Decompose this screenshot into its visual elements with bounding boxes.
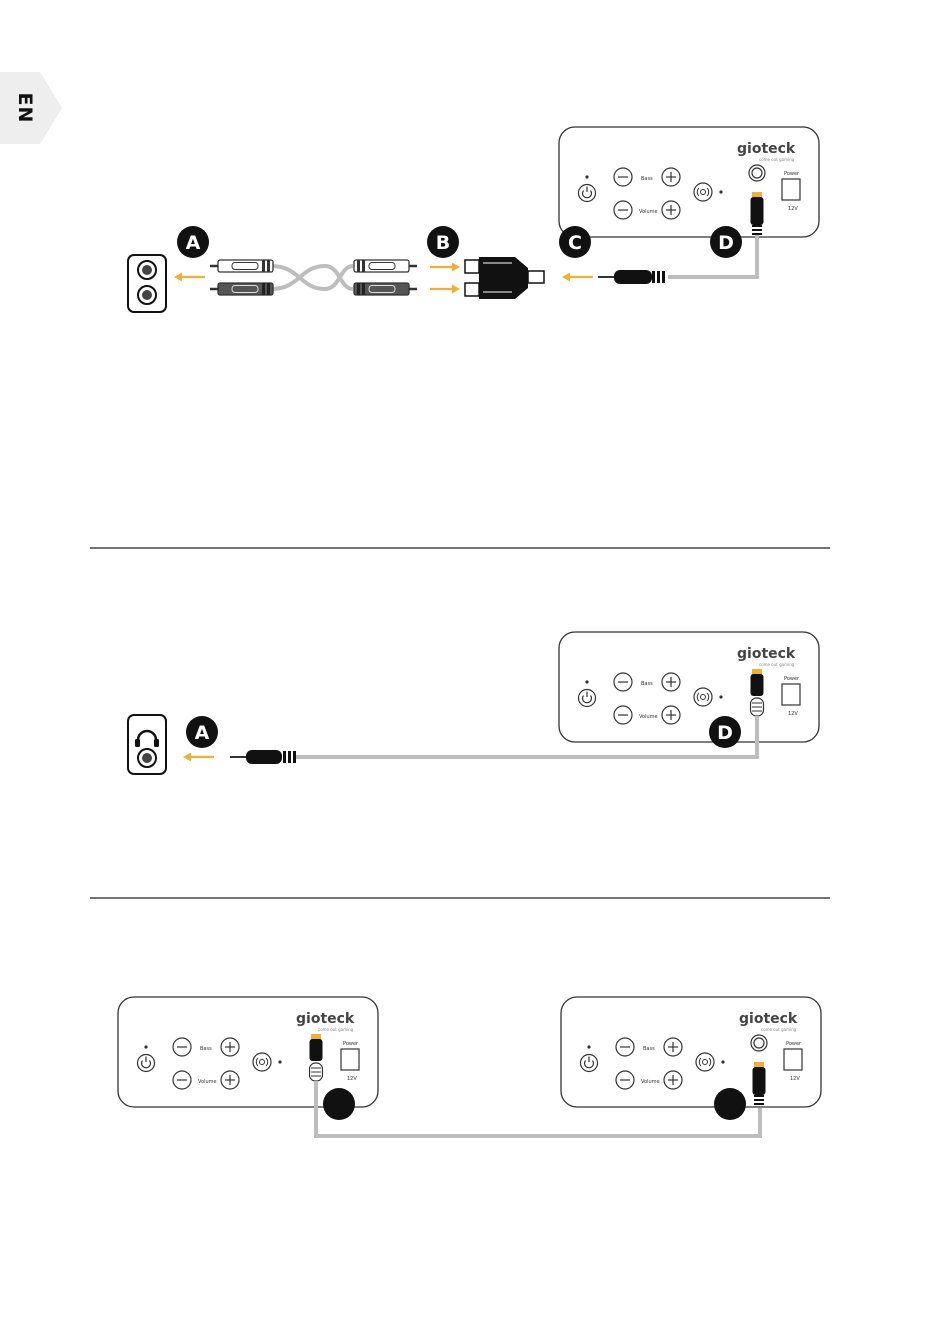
bass-label: Bass (641, 681, 653, 687)
power-label: Power (784, 676, 800, 682)
rca-output-device (128, 255, 166, 312)
brand-logo: gioteck (737, 646, 796, 662)
svg-text:D: D (718, 232, 734, 254)
marker-d-1: D (710, 226, 742, 258)
brand-logo: gioteck (296, 1011, 355, 1027)
bass-label: Bass (200, 1046, 212, 1052)
speaker-panel-3-right: gioteck come out gaming Bass Volume Powe… (561, 997, 821, 1107)
rca-cable (210, 260, 417, 295)
svg-text:D: D (717, 722, 733, 744)
setup-1-rca-connection: gioteck come out gaming Bass Volume Powe… (128, 127, 819, 312)
marker-blank-right (714, 1088, 746, 1120)
bass-label: Bass (641, 176, 653, 182)
svg-text:B: B (436, 232, 450, 254)
headphone-plug (230, 750, 296, 764)
brand-logo: gioteck (737, 141, 796, 157)
brand-tagline: come out gaming (761, 1027, 797, 1032)
svg-text:C: C (568, 232, 582, 254)
stereo-plug-c (598, 270, 665, 284)
setup-2-headphone-connection: gioteck come out gaming Bass Volume Powe… (128, 632, 819, 774)
voltage-label: 12V (788, 711, 798, 717)
marker-b-1: B (427, 226, 459, 258)
brand-logo: gioteck (739, 1011, 798, 1027)
volume-label: Volume (639, 209, 658, 215)
marker-blank-left (323, 1088, 355, 1120)
marker-d-2: D (709, 716, 741, 748)
volume-label: Volume (639, 714, 658, 720)
marker-a-1: A (177, 226, 209, 258)
setup-3-speaker-to-speaker: gioteck come out gaming Bass Volume Powe… (118, 997, 821, 1136)
svg-text:A: A (186, 232, 201, 254)
speaker-panel-2: gioteck come out gaming Bass Volume Powe… (559, 632, 819, 742)
volume-label: Volume (198, 1079, 217, 1085)
brand-tagline: come out gaming (759, 662, 795, 667)
voltage-label: 12V (790, 1076, 800, 1082)
rca-adapter (465, 257, 544, 299)
power-label: Power (343, 1041, 359, 1047)
power-label: Power (786, 1041, 802, 1047)
brand-tagline: come out gaming (759, 157, 795, 162)
marker-c-1: C (559, 226, 591, 258)
voltage-label: 12V (347, 1076, 357, 1082)
marker-a-2: A (186, 716, 218, 748)
brand-tagline: come out gaming (318, 1027, 354, 1032)
headphone-output-device (128, 715, 166, 774)
svg-text:A: A (195, 722, 210, 744)
power-label: Power (784, 171, 800, 177)
speaker-panel-1: gioteck come out gaming Bass Volume Powe… (559, 127, 819, 237)
volume-label: Volume (641, 1079, 660, 1085)
bass-label: Bass (643, 1046, 655, 1052)
voltage-label: 12V (788, 206, 798, 212)
